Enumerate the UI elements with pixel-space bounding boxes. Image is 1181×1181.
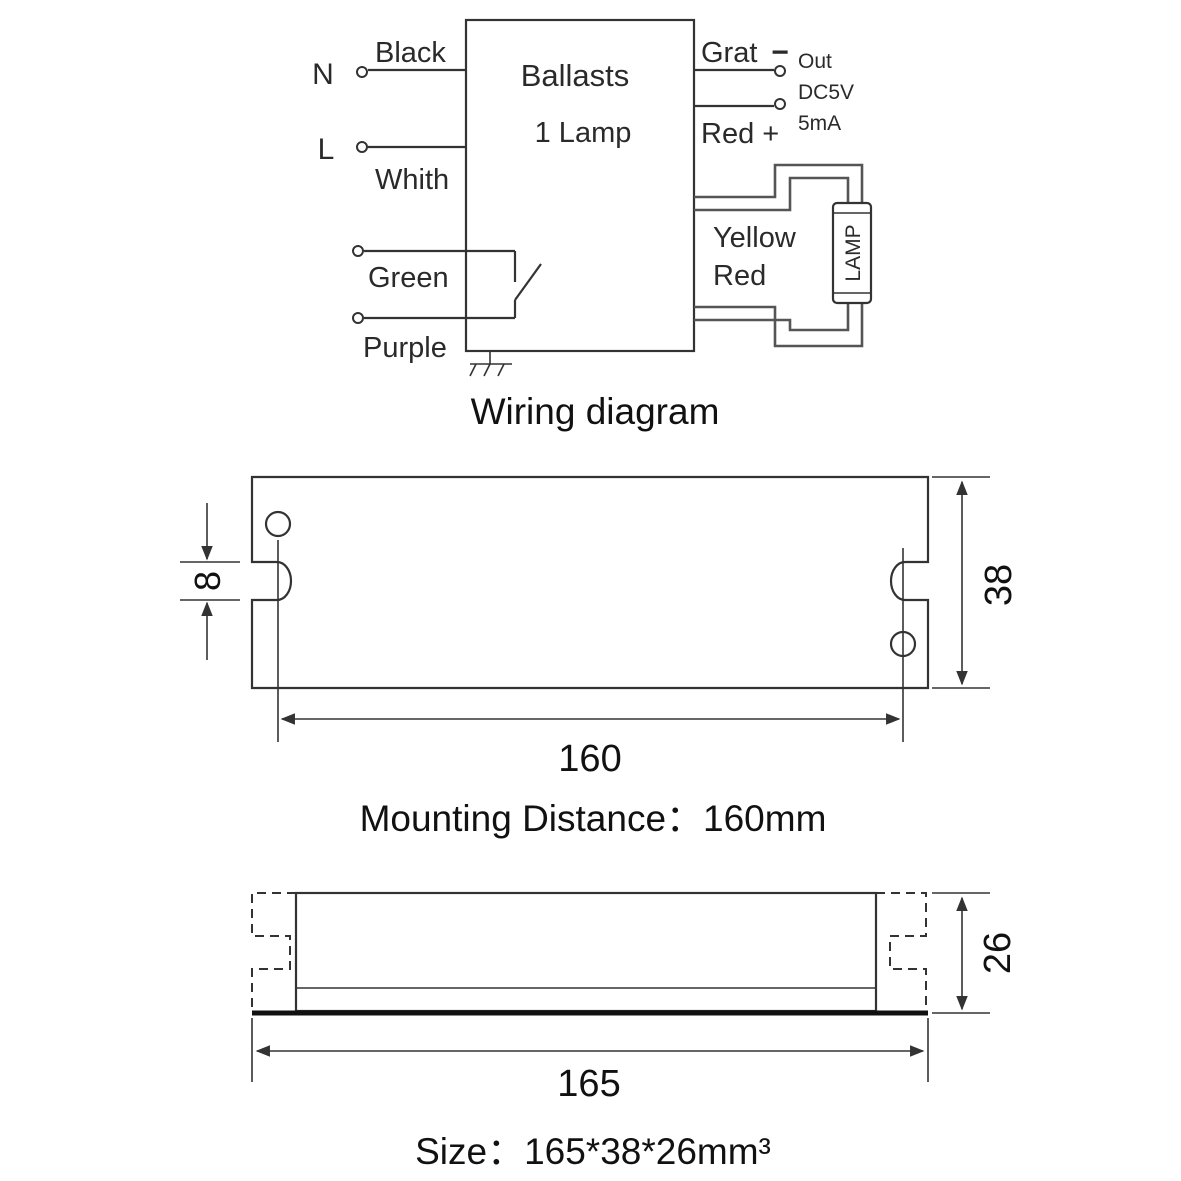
label-black: Black [375, 37, 446, 69]
label-red-plus: Red + [701, 118, 779, 150]
size-caption: Size：165*38*26mm³ [415, 1131, 771, 1172]
label-l: L [318, 133, 335, 166]
terminal-out-plus [774, 98, 786, 110]
ballast-title: Ballasts [521, 58, 630, 93]
dim-mount-distance: 160 [558, 738, 621, 780]
terminal-l [356, 141, 368, 153]
label-out: Out [798, 50, 832, 73]
label-white: Whith [375, 164, 449, 196]
ballast-plate-outline [250, 475, 930, 690]
side-view: 26 165 Size：165*38*26mm³ [251, 891, 1019, 1172]
ground-icon [469, 351, 512, 377]
wiring-diagram: Ballasts 1 Lamp N Black L Whith Green Pu… [312, 18, 873, 432]
label-dc5v: DC5V [798, 81, 854, 104]
label-red: Red [713, 260, 766, 292]
wiring-caption: Wiring diagram [471, 391, 720, 432]
ballast-subtitle: 1 Lamp [535, 117, 632, 149]
mounting-caption: Mounting Distance：160mm [360, 798, 827, 839]
terminal-purple [352, 312, 364, 324]
label-5ma: 5mA [798, 112, 841, 135]
dim-slot-height: 8 [187, 571, 228, 591]
label-green: Green [368, 262, 449, 294]
dim-total-length: 165 [557, 1063, 620, 1105]
mount-hole-left [264, 510, 292, 538]
label-lamp: LAMP [842, 224, 865, 281]
label-grat: Grat [701, 37, 757, 69]
lamp-wires [694, 163, 864, 348]
label-purple: Purple [363, 332, 447, 364]
switch-arm [514, 263, 542, 301]
terminal-green [352, 245, 364, 257]
label-yellow: Yellow [713, 222, 797, 254]
dim-body-height: 26 [977, 932, 1019, 974]
top-view: 8 38 160 Mounting Distance：160mm [180, 475, 1020, 839]
lamp-tube [831, 201, 873, 305]
tab-left-dashed [251, 892, 296, 1011]
tab-right-dashed [876, 892, 927, 1011]
label-n: N [312, 58, 334, 91]
terminal-out-minus [774, 65, 786, 77]
terminal-n [356, 66, 368, 78]
label-minus: − [771, 36, 789, 69]
ballast-box [464, 18, 696, 353]
ballast-body-side [294, 891, 878, 1013]
dim-plate-height: 38 [978, 564, 1020, 606]
